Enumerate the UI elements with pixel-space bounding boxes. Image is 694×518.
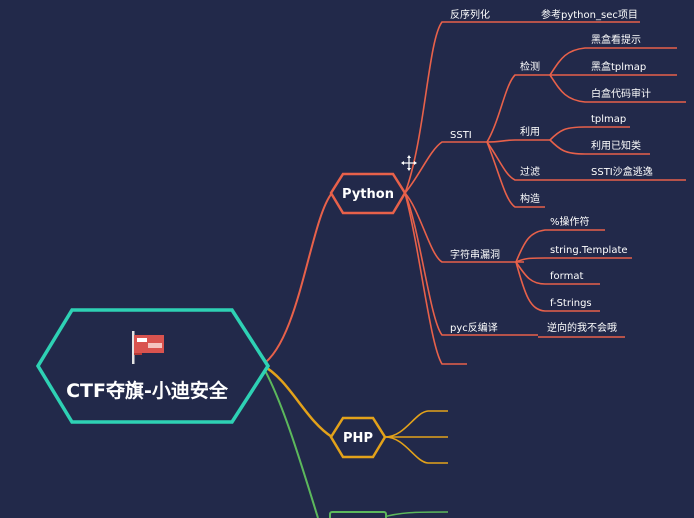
node-filter[interactable]: 过滤 xyxy=(520,165,540,178)
connector-root-python xyxy=(261,192,333,366)
green-connectors xyxy=(379,511,449,518)
green-node-partial[interactable] xyxy=(329,511,387,518)
node-sandbox-escape[interactable]: SSTI沙盒逃逸 xyxy=(591,165,653,178)
php-node[interactable]: PHP xyxy=(329,416,387,459)
node-construct[interactable]: 构造 xyxy=(520,192,540,205)
node-string-vuln[interactable]: 字符串漏洞 xyxy=(450,248,500,261)
node-tplmap[interactable]: tplmap xyxy=(591,114,626,125)
connector-root-php xyxy=(261,363,333,439)
root-title: CTF夺旗-小迪安全 xyxy=(66,379,229,402)
move-cursor-icon xyxy=(401,155,417,171)
node-pyc-decompile[interactable]: pyc反编译 xyxy=(450,321,498,334)
node-python-sec[interactable]: 参考python_sec项目 xyxy=(541,8,638,21)
python-node[interactable]: Python xyxy=(329,172,407,215)
python-label: Python xyxy=(342,187,394,202)
node-detect[interactable]: 检测 xyxy=(520,60,540,73)
node-percent-op[interactable]: %操作符 xyxy=(550,215,590,228)
python-connectors xyxy=(404,21,686,365)
node-f-strings[interactable]: f-Strings xyxy=(550,298,592,309)
node-exploit[interactable]: 利用 xyxy=(520,126,540,138)
node-blackbox-tplmap[interactable]: 黑盒tplmap xyxy=(591,60,646,73)
php-connectors xyxy=(384,410,448,464)
php-label: PHP xyxy=(343,431,373,446)
node-unserialize[interactable]: 反序列化 xyxy=(450,8,490,21)
node-string-template[interactable]: string.Template xyxy=(550,245,628,256)
root-node[interactable]: CTF夺旗-小迪安全 xyxy=(35,308,271,424)
flag-icon xyxy=(132,331,164,364)
node-whitebox-audit[interactable]: 白盒代码审计 xyxy=(591,87,651,100)
node-format[interactable]: format xyxy=(550,271,583,282)
node-ssti[interactable]: SSTI xyxy=(450,130,472,141)
node-known-class[interactable]: 利用已知类 xyxy=(591,139,641,152)
connector-root-green xyxy=(261,364,319,518)
node-blackbox-hint[interactable]: 黑盒看提示 xyxy=(591,33,641,46)
node-reverse[interactable]: 逆向的我不会哦 xyxy=(547,321,617,334)
